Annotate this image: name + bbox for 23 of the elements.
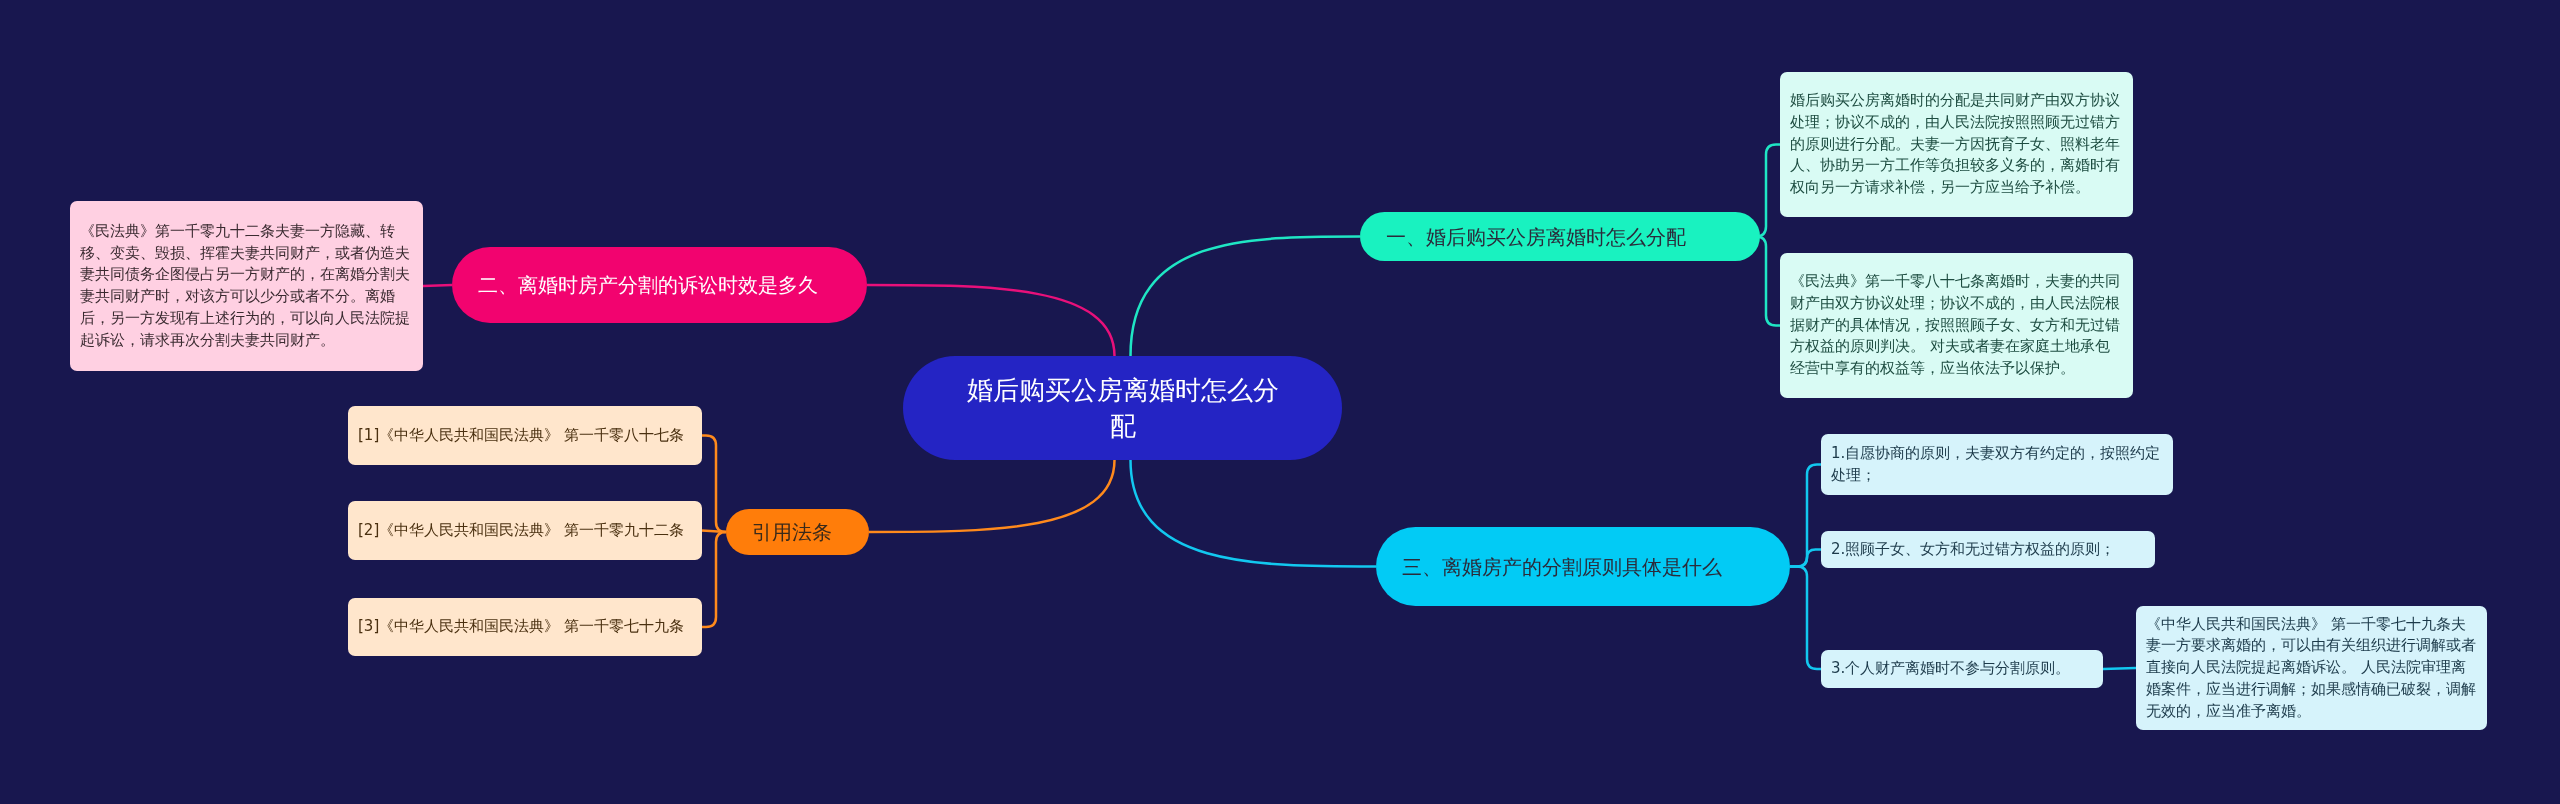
topic-node: 一、婚后购买公房离婚时怎么分配 (1360, 212, 1760, 261)
topic-node: 二、离婚时房产分割的诉讼时效是多久 (452, 247, 867, 323)
note-card: [3]《中华人民共和国民法典》 第一千零七十九条 (348, 598, 702, 656)
connector-line (702, 530, 728, 629)
connector-line (2102, 666, 2137, 671)
note-card: [2]《中华人民共和国民法典》 第一千零九十二条 (348, 501, 702, 560)
connector-line (1129, 459, 1376, 568)
note-card: 3.个人财产离婚时不参与分割原则。 (1821, 650, 2103, 688)
note-card: 《中华人民共和国民法典》 第一千零七十九条夫妻一方要求离婚的，可以由有关组织进行调解或者直接向人民法院提起离婚诉讼。 人民法院审理离婚案件，应当进行调解；如果感情确已破裂，调解无效的，应当准予离婚。 (2136, 606, 2487, 730)
note-card: 2.照顾子女、女方和无过错方权益的原则； (1821, 531, 2155, 568)
connector-line (869, 459, 1116, 534)
note-card: 《民法典》第一千零九十二条夫妻一方隐藏、转移、变卖、毁损、挥霍夫妻共同财产，或者伪造夫妻共同债务企图侵占另一方财产的，在离婚分割夫妻共同财产时，对该方可以少分或者不分。离婚后，另一方发现有上述行为的，可以向人民法院提起诉讼，请求再次分割夫妻共同财产。 (70, 201, 423, 371)
connector-line (867, 283, 1116, 357)
central-topic: 婚后购买公房离婚时怎么分配 (903, 356, 1342, 460)
connector-line (1129, 235, 1360, 357)
note-card: 婚后购买公房离婚时的分配是共同财产由双方协议处理；协议不成的，由人民法院按照照顾无过错方的原则进行分配。夫妻一方因抚育子女、照料老年人、协助另一方工作等负担较多义务的，离婚时有权向另一方请求补偿，另一方应当给予补偿。 (1780, 72, 2133, 217)
note-card: [1]《中华人民共和国民法典》 第一千零八十七条 (348, 406, 702, 465)
connector-line (1790, 565, 1821, 671)
connector-line (422, 283, 453, 288)
note-card: 1.自愿协商的原则，夫妻双方有约定的，按照约定处理； (1821, 434, 2173, 495)
topic-node: 三、离婚房产的分割原则具体是什么 (1376, 527, 1790, 606)
topic-node: 引用法条 (726, 509, 869, 555)
note-card: 《民法典》第一千零八十七条离婚时，夫妻的共同财产由双方协议处理；协议不成的，由人民法院根据财产的具体情况，按照照顾子女、女方和无过错方权益的原则判决。 对夫或者妻在家庭土地承包经营中享有的权益等，应当依法予以保护。 (1780, 253, 2133, 398)
